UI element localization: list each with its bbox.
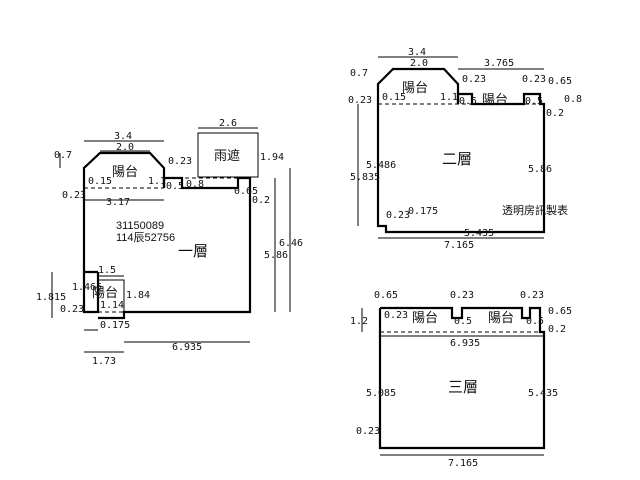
dim-total-height: 6.46 [279, 238, 303, 249]
dim-gap-08: 0.8 [186, 179, 204, 190]
dim-3f-top-023b: 0.23 [520, 290, 544, 301]
dim-2f-left-07: 0.7 [350, 68, 368, 79]
second-floor-label: 二層 [442, 150, 472, 168]
dim-2f-right-586: 5.86 [528, 164, 552, 175]
dim-canopy-height: 1.94 [260, 152, 284, 163]
dim-2f-left-5486: 5.486 [366, 160, 396, 171]
dim-2f-gap-0175: 0.175 [408, 206, 438, 217]
dim-2f-right-065: 0.65 [548, 76, 572, 87]
dim-step-023: 0.23 [168, 156, 192, 167]
dim-2f-gap-b: 0.5 [525, 96, 543, 107]
dim-3f-top-065b: 0.65 [548, 306, 572, 317]
dim-2f-inner: 2.0 [410, 58, 428, 69]
dim-2f-right: 3.765 [484, 58, 514, 69]
dim-right-02: 0.2 [252, 195, 270, 206]
dim-balcony-side: 1.1 [148, 176, 166, 187]
dim-main-height: 5.86 [264, 250, 288, 261]
canopy-label: 雨遮 [214, 148, 240, 164]
dim-2f-corner: 0.23 [348, 95, 372, 106]
dim-inner-width: 3.17 [106, 197, 130, 208]
third-floor-plan: 陽台 陽台 三層 0.65 0.23 0.23 0.65 1.2 0.23 0.… [350, 290, 572, 469]
dim-2f-width: 3.4 [408, 47, 426, 58]
dim-lb-bottom: 1.14 [100, 300, 124, 311]
credit-text: 透明房訊製表 [502, 203, 568, 217]
second-outer-wall [376, 92, 546, 234]
third-balcony-label-1: 陽台 [412, 311, 438, 326]
dim-3f-right-02: 0.2 [548, 324, 566, 335]
third-outer-wall [378, 306, 546, 450]
dim-2f-inner-023: 0.23 [386, 210, 410, 221]
dim-bottom-left: 1.73 [92, 356, 116, 367]
dim-3f-bottom-023: 0.23 [356, 426, 380, 437]
dim-balcony-depth: 0.7 [54, 150, 72, 161]
dim-2f-gap-a: 0.5 [459, 96, 477, 107]
dim-3f-inner: 6.935 [450, 338, 480, 349]
dim-2f-left-015: 0.15 [382, 92, 406, 103]
third-floor-label: 三層 [448, 378, 478, 396]
ref-number-1: 31150089 [116, 220, 164, 232]
dim-2f-step-a: 0.23 [462, 74, 486, 85]
dim-2f-left-5835: 5.835 [350, 172, 380, 183]
dim-3f-left-12: 1.2 [350, 316, 368, 327]
dim-lb-outer: 1.815 [36, 292, 66, 303]
dim-2f-right-02: 0.2 [546, 108, 564, 119]
dim-lb-side: 1.84 [126, 290, 150, 301]
dim-wall-065: 0.65 [234, 186, 258, 197]
second-balcony-label-1: 陽台 [402, 81, 428, 96]
ground-main-wall [82, 188, 98, 274]
dim-balcony-inner: 2.0 [116, 142, 134, 153]
dim-3f-top-065a: 0.65 [374, 290, 398, 301]
dim-3f-bottom-7165: 7.165 [448, 458, 478, 469]
dim-canopy-width: 2.6 [219, 118, 237, 129]
dim-2f-bottom-5435: 5.435 [464, 228, 494, 239]
dim-3f-left-023: 0.23 [384, 310, 408, 321]
dim-lb-left: 0.23 [60, 304, 84, 315]
dim-3f-right-5435: 5.435 [528, 388, 558, 399]
canopy-outline [197, 132, 259, 178]
ground-lower-balcony-label: 陽台 [92, 286, 118, 301]
ref-number-2: 114辰52756 [116, 232, 175, 244]
dim-corner-023: 0.23 [62, 190, 86, 201]
second-floor-plan: 陽台 陽台 二層 透明房訊製表 3.4 2.0 3.765 0.7 0.15 0… [348, 47, 582, 251]
dim-lb-gap: 0.175 [100, 320, 130, 331]
ground-floor-plan: 陽台 雨遮 一層 陽台 31150089 114辰52756 3.4 2.0 0… [36, 118, 303, 367]
dim-lb-width: 1.5 [98, 265, 116, 276]
dim-balcony-left: 0.15 [88, 176, 112, 187]
dim-2f-step-b: 0.23 [522, 74, 546, 85]
second-balcony-outline [376, 67, 460, 104]
dim-lb-height: 1.465 [72, 282, 102, 293]
second-balcony-label-2: 陽台 [482, 93, 508, 108]
dim-3f-gap-a: 0.5 [454, 316, 472, 327]
dim-2f-bottom-7165: 7.165 [444, 240, 474, 251]
dim-balcony-width: 3.4 [114, 131, 132, 142]
dim-2f-right-08: 0.8 [564, 94, 582, 105]
dim-3f-top-023a: 0.23 [450, 290, 474, 301]
third-balcony-label-2: 陽台 [488, 311, 514, 326]
dim-3f-left-5085: 5.085 [366, 388, 396, 399]
dim-2f-side: 1.1 [440, 92, 458, 103]
dim-gap-05: 0.5 [166, 181, 184, 192]
ground-balcony-label: 陽台 [112, 165, 138, 180]
dim-3f-gap-b: 0.5 [526, 316, 544, 327]
ground-balcony-outline [82, 151, 166, 188]
ground-floor-label: 一層 [178, 242, 208, 260]
dim-bottom-main: 6.935 [172, 342, 202, 353]
ground-lower-balcony-frame [98, 279, 125, 312]
